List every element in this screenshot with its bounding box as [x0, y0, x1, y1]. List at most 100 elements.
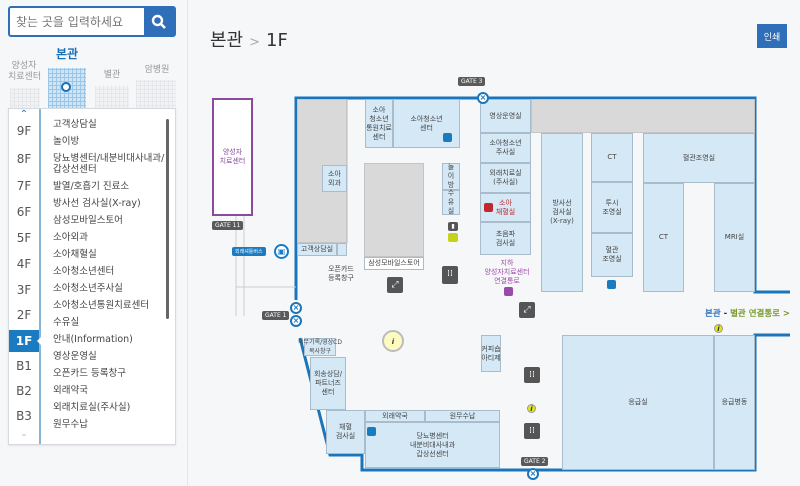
bus-icon[interactable]: ▣ — [274, 244, 289, 259]
floor-1f[interactable]: 1F — [9, 330, 41, 352]
building-annex[interactable]: 별관 — [103, 70, 121, 80]
facility-item[interactable]: 오픈카드 등록창구 — [53, 368, 126, 379]
facility-item[interactable]: 외래약국 — [53, 385, 88, 396]
room-diabetes-center[interactable]: 당뇨병센터 내분비대사내과 갑상선센터 — [365, 422, 500, 468]
current-building-marker — [61, 82, 71, 92]
room-mri[interactable]: MRI실 — [714, 183, 755, 292]
building-main[interactable]: 본관 — [55, 47, 79, 61]
room-emergency[interactable]: 응급실 — [562, 335, 714, 470]
facility-item[interactable]: 소아외과 — [53, 232, 88, 243]
floor-b2[interactable]: B2 — [16, 384, 32, 398]
left-panel: 양성자 치료센터 본관 별관 암병원 ⌃ 9F 8F 7F 6F 5F 4F 3… — [0, 0, 188, 486]
main-annex-link[interactable]: 본관 - 별관 연결통로 > — [705, 307, 790, 319]
room-fluoroscopy[interactable]: 투시 조영실 — [591, 182, 633, 233]
scrollbar[interactable] — [166, 119, 169, 319]
floor-down-arrow[interactable]: ⌄ — [20, 429, 28, 439]
facility-item[interactable]: 놀이방 — [53, 136, 80, 147]
room-partners-center[interactable]: 회송상담/ 파트너즈 센터 — [310, 357, 346, 410]
facility-item[interactable]: 소아청소년센터 — [53, 266, 115, 277]
room-outpatient-treatment[interactable]: 외래치료실 (주사실) — [480, 163, 531, 193]
room-angiography-2[interactable]: 혈관조영실 — [643, 133, 755, 183]
room-emergency-ward[interactable]: 응급병동 — [714, 335, 755, 470]
floor-7f[interactable]: 7F — [16, 179, 32, 193]
info-desk-icon[interactable]: i — [382, 330, 404, 352]
room-cafe[interactable]: 커피숍 아티제 — [481, 335, 501, 372]
info-icon-2[interactable]: i — [527, 404, 536, 413]
room-pediatric-surgery[interactable]: 소아 외과 — [322, 165, 347, 192]
facility-item[interactable]: 소아채혈실 — [53, 249, 97, 260]
room-medical-records[interactable]: 의무기록/영상CD 복사창구 — [298, 338, 342, 356]
room-angiography-1[interactable]: 혈관 조영실 — [591, 233, 633, 277]
breadcrumb-building[interactable]: 본관 — [210, 30, 244, 51]
facility-item[interactable]: 수유실 — [53, 317, 80, 328]
room-pediatric-injection[interactable]: 소아청소년 주사실 — [480, 133, 531, 163]
page-title: 본관 >1F — [210, 26, 288, 52]
facility-item[interactable]: 고객상담실 — [53, 119, 97, 130]
floor-9f[interactable]: 9F — [16, 124, 32, 138]
floor-6f[interactable]: 6F — [16, 205, 32, 219]
floor-2f[interactable]: 2F — [16, 308, 32, 322]
building-cancer[interactable]: 암병원 — [144, 65, 170, 75]
floor-5f[interactable]: 5F — [16, 231, 32, 245]
gate-3-icon[interactable]: × — [477, 92, 489, 104]
facility-item[interactable]: 발열/호흡기 진료소 — [53, 181, 130, 192]
room-billing[interactable]: 원무수납 — [425, 410, 500, 422]
building-image-proton — [10, 88, 40, 110]
room-customer-service[interactable]: 고객상담실 — [297, 243, 337, 256]
room-opencard-desk[interactable] — [337, 243, 347, 256]
room-ct-1[interactable]: CT — [591, 133, 633, 182]
restroom-icon: ▮ — [448, 222, 458, 231]
facility-item[interactable]: 당뇨병센터/내분비대사내과/ 갑상선센터 — [53, 153, 165, 175]
room-xray[interactable]: 방사선 검사실 (X-ray) — [541, 133, 583, 292]
room-imaging-ops[interactable]: 영상운영실 — [480, 99, 531, 133]
floor-b1[interactable]: B1 — [16, 359, 32, 373]
building-proton[interactable]: 양성자 치료센터 — [8, 61, 42, 82]
floor-up-arrow[interactable]: ⌃ — [19, 109, 29, 120]
search-button[interactable] — [144, 8, 174, 35]
floor-b3[interactable]: B3 — [16, 409, 32, 423]
room-proton-center[interactable]: 양성자 치료센터 — [212, 98, 253, 216]
room-pediatric-outpatient-center[interactable]: 소아 청소년 통원치료 센터 — [365, 99, 393, 148]
floor-3f[interactable]: 3F — [16, 283, 32, 297]
elevator-icon-2[interactable]: ⁞⁞ — [524, 367, 540, 383]
elevator-icon-3[interactable]: ⁞⁞ — [524, 423, 540, 439]
link-dash: - — [720, 309, 731, 319]
building-image-annex — [95, 86, 129, 110]
info-icon[interactable]: i — [714, 324, 723, 333]
floor-4f[interactable]: 4F — [16, 257, 32, 271]
room-ultrasound[interactable]: 초음파 검사실 — [480, 222, 531, 255]
room-playroom[interactable]: 놀 이 방 — [442, 163, 460, 190]
room-blood-test[interactable]: 채혈 검사실 — [326, 410, 365, 454]
breadcrumb-separator: > — [249, 35, 261, 50]
search-icon — [151, 14, 166, 29]
facility-item[interactable]: 방사선 검사실(X-ray) — [53, 198, 141, 209]
facility-item[interactable]: 원무수납 — [53, 419, 88, 430]
facility-item[interactable]: 외래치료실(주사실) — [53, 402, 131, 413]
gate-1-icon[interactable]: × — [290, 302, 302, 314]
gate-11-label: GATE 11 — [212, 221, 244, 230]
room-pharmacy[interactable]: 외래약국 — [365, 410, 425, 422]
underground-link-label[interactable]: 지하 양성자치료센터 연결통로 — [484, 259, 530, 285]
gate-1-icon-2[interactable]: × — [290, 315, 302, 327]
room-nursing[interactable]: 수 유 실 — [442, 189, 460, 215]
print-button[interactable]: 인쇄 — [757, 24, 787, 48]
accessible-restroom-icon-3 — [367, 427, 376, 436]
facility-item[interactable]: 소아청소년통원치료센터 — [53, 300, 150, 311]
room-ct-2[interactable]: CT — [643, 183, 684, 292]
link-main: 본관 — [705, 309, 721, 319]
search-input[interactable] — [10, 8, 144, 35]
escalator-icon[interactable]: ⤢ — [387, 277, 403, 293]
escalator-icon-2[interactable]: ⤢ — [519, 302, 535, 318]
breadcrumb-floor: 1F — [266, 30, 288, 51]
facility-item[interactable]: 안내(Information) — [53, 334, 133, 345]
elevator-icon[interactable]: ⁞⁞ — [442, 266, 458, 284]
facility-item[interactable]: 소아청소년주사실 — [53, 283, 123, 294]
facility-item[interactable]: 영상운영실 — [53, 351, 97, 362]
floor-list: ⌃ 9F 8F 7F 6F 5F 4F 3F 2F 1F B1 B2 B3 ⌄ — [9, 109, 41, 444]
room-mobile-store[interactable]: 삼성모바일스토어 — [364, 257, 424, 270]
facility-item[interactable]: 삼성모바일스토어 — [53, 215, 123, 226]
gate-2-icon[interactable]: × — [527, 468, 539, 480]
floor-8f[interactable]: 8F — [16, 152, 32, 166]
